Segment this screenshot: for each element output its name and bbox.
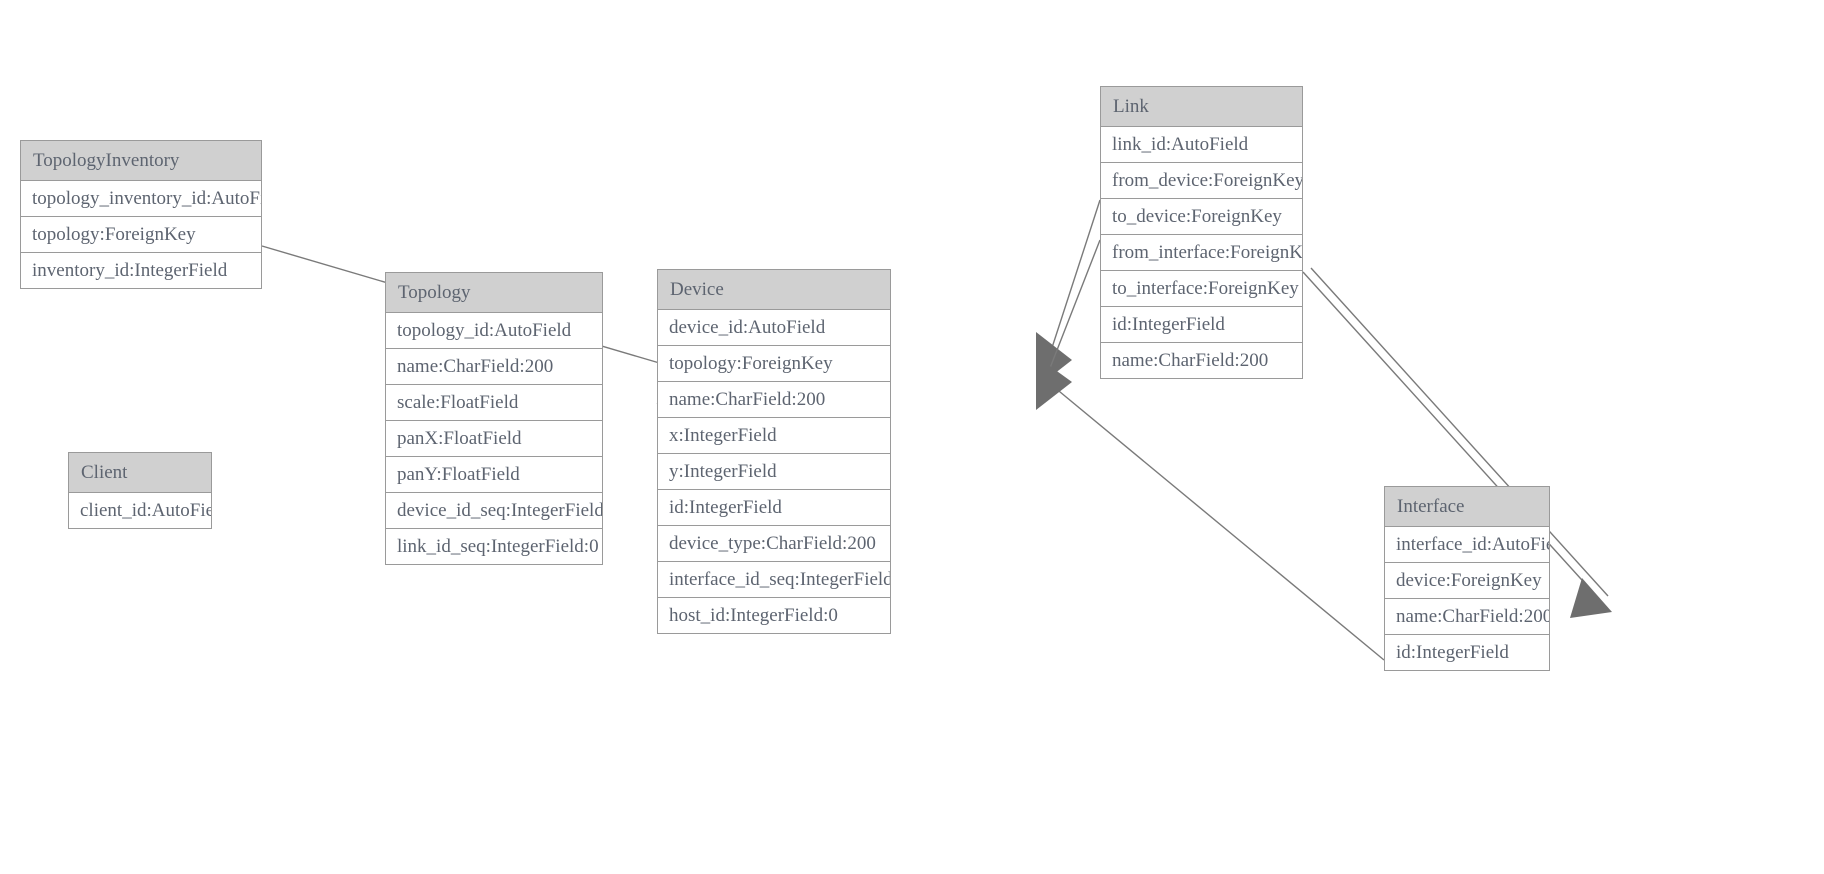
entity-field: from_interface:ForeignKey <box>1101 235 1302 271</box>
entity-field: y:IntegerField <box>658 454 890 490</box>
entity-field: topology:ForeignKey <box>21 217 261 253</box>
entity-field: topology:ForeignKey <box>658 346 890 382</box>
entity-field: scale:FloatField <box>386 385 602 421</box>
entity-title-topology: Topology <box>386 273 602 313</box>
entity-field: link_id:AutoField <box>1101 127 1302 163</box>
entity-field: topology_inventory_id:AutoField <box>21 181 261 217</box>
entity-field: topology_id:AutoField <box>386 313 602 349</box>
entity-field: to_device:ForeignKey <box>1101 199 1302 235</box>
entity-field: device_type:CharField:200 <box>658 526 890 562</box>
entity-title-device: Device <box>658 270 890 310</box>
entity-field: device:ForeignKey <box>1385 563 1549 599</box>
entity-field: panX:FloatField <box>386 421 602 457</box>
entity-field: host_id:IntegerField:0 <box>658 598 890 633</box>
edge-link-to-device <box>1049 239 1101 369</box>
entity-field: interface_id_seq:IntegerField:0 <box>658 562 890 598</box>
entity-title-interface: Interface <box>1385 487 1549 527</box>
entity-field: name:CharField:200 <box>386 349 602 385</box>
entity-field: device_id:AutoField <box>658 310 890 346</box>
entity-title-topology-inventory: TopologyInventory <box>21 141 261 181</box>
entity-title-client: Client <box>69 453 211 493</box>
entity-field: name:CharField:200 <box>1101 343 1302 378</box>
entity-field: id:IntegerField <box>658 490 890 526</box>
entity-field: id:IntegerField <box>1385 635 1549 670</box>
entity-field: x:IntegerField <box>658 418 890 454</box>
entity-field: to_interface:ForeignKey <box>1101 271 1302 307</box>
entity-field: panY:FloatField <box>386 457 602 493</box>
entity-field: from_device:ForeignKey <box>1101 163 1302 199</box>
entity-field: device_id_seq:IntegerField:0 <box>386 493 602 529</box>
entity-field: link_id_seq:IntegerField:0 <box>386 529 602 564</box>
edge-link-from-device <box>1036 199 1101 388</box>
entity-field: client_id:AutoField <box>69 493 211 528</box>
entity-field: id:IntegerField <box>1101 307 1302 343</box>
entity-field: inventory_id:IntegerField <box>21 253 261 288</box>
edge-interface-device <box>1036 356 1385 661</box>
entity-field: name:CharField:200 <box>658 382 890 418</box>
entity-field: name:CharField:200 <box>1385 599 1549 635</box>
entity-field: interface_id:AutoField <box>1385 527 1549 563</box>
entity-interface[interactable]: Interfaceinterface_id:AutoFielddevice:Fo… <box>1384 486 1550 671</box>
entity-title-link: Link <box>1101 87 1302 127</box>
